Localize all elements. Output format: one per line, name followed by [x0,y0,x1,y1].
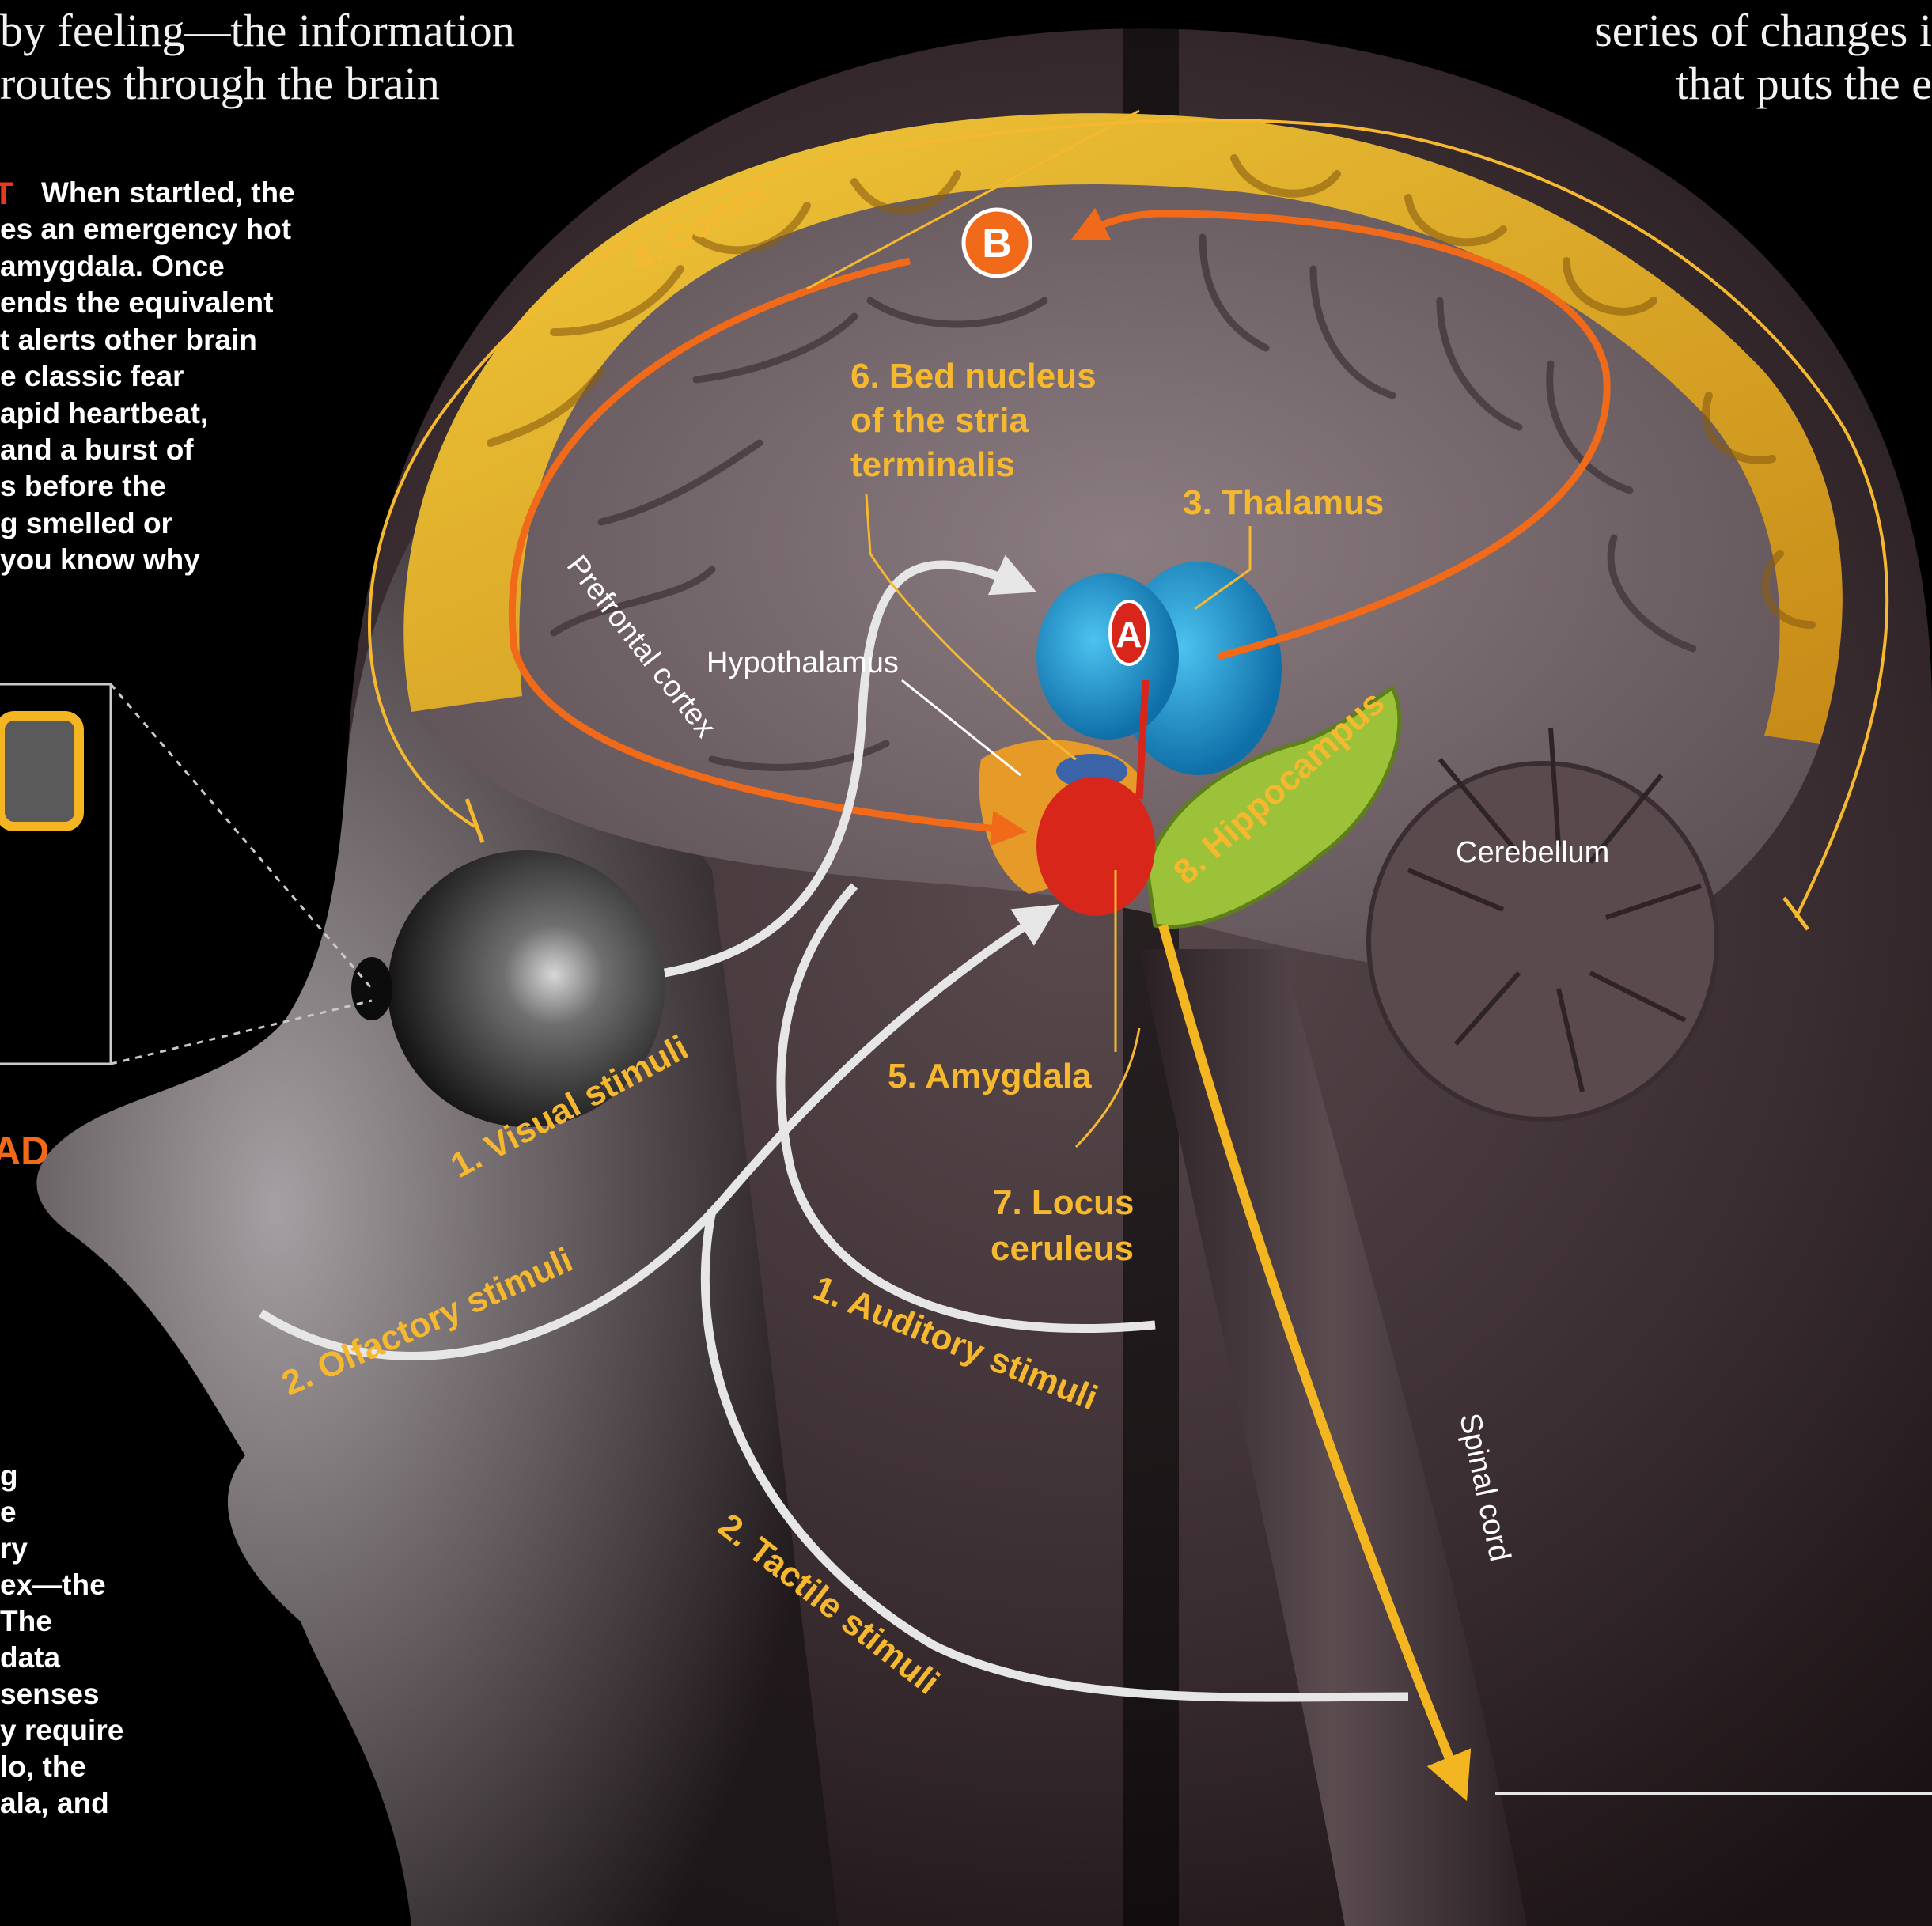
sidebar-bottom-line: ala, and [0,1787,109,1819]
locus-ceruleus-label-line: ceruleus [991,1229,1134,1268]
locus-ceruleus-label-line: 7. Locus [993,1183,1135,1222]
eye-pupil [351,957,392,1020]
sidebar-top-line: you know why [0,543,200,576]
sidebar-bottom-line: lo, the [0,1750,86,1783]
sidebar-bottom-line: e [0,1496,17,1528]
svg-text:B: B [982,221,1012,267]
hypothalamus-label: Hypothalamus [707,646,899,679]
sidebar-bottom-line: ry [0,1532,28,1565]
intro-right-line-2: that puts the e [1676,58,1932,109]
sidebar-top-line: es an emergency hot [0,213,291,245]
sidebar-top-line: g smelled or [0,507,172,539]
marker-b: B [964,210,1030,276]
cerebellum [1369,763,1717,1119]
sidebar-top-line: t alerts other brain [0,324,257,356]
marker-a: A [1110,601,1148,664]
bed-nucleus-label-line: of the stria [850,401,1029,440]
sidebar-bottom-line: The [0,1605,52,1637]
sidebar-top-line: When startled, the [41,176,295,209]
sidebar-bottom-line: g [0,1459,18,1492]
sidebar-marker: T [0,176,13,211]
sidebar-bottom-line: senses [0,1678,100,1710]
bed-nucleus-label-line: 6. Bed nucleus [850,357,1097,395]
intro-left-line-2: routes through the brain [0,58,440,109]
sidebar-top-line: and a burst of [0,433,194,466]
sidebar-bottom-line: ex—the [0,1568,106,1601]
thalamus-label: 3. Thalamus [1183,483,1384,522]
svg-text:A: A [1116,614,1142,655]
intro-right-line-1: series of changes i [1594,5,1932,56]
bed-nucleus-label-line: terminalis [850,445,1015,484]
sidebar-heading: AD [0,1129,49,1173]
inset-object [0,716,79,827]
sidebar-bottom-line: y require [0,1714,123,1746]
thalamus-left-lobe [1036,573,1179,740]
sidebar-top-line: apid heartbeat, [0,397,208,429]
sidebar-top-line: s before the [0,470,166,502]
amygdala-label: 5. Amygdala [888,1057,1092,1095]
intro-left-line-1: by feeling—the information [0,5,515,56]
cerebellum-label: Cerebellum [1456,836,1609,869]
sidebar-top-line: amygdala. Once [0,250,225,282]
sidebar-top-line: e classic fear [0,360,184,392]
sidebar-top-line: ends the equivalent [0,286,273,319]
sidebar-bottom-line: data [0,1641,61,1674]
